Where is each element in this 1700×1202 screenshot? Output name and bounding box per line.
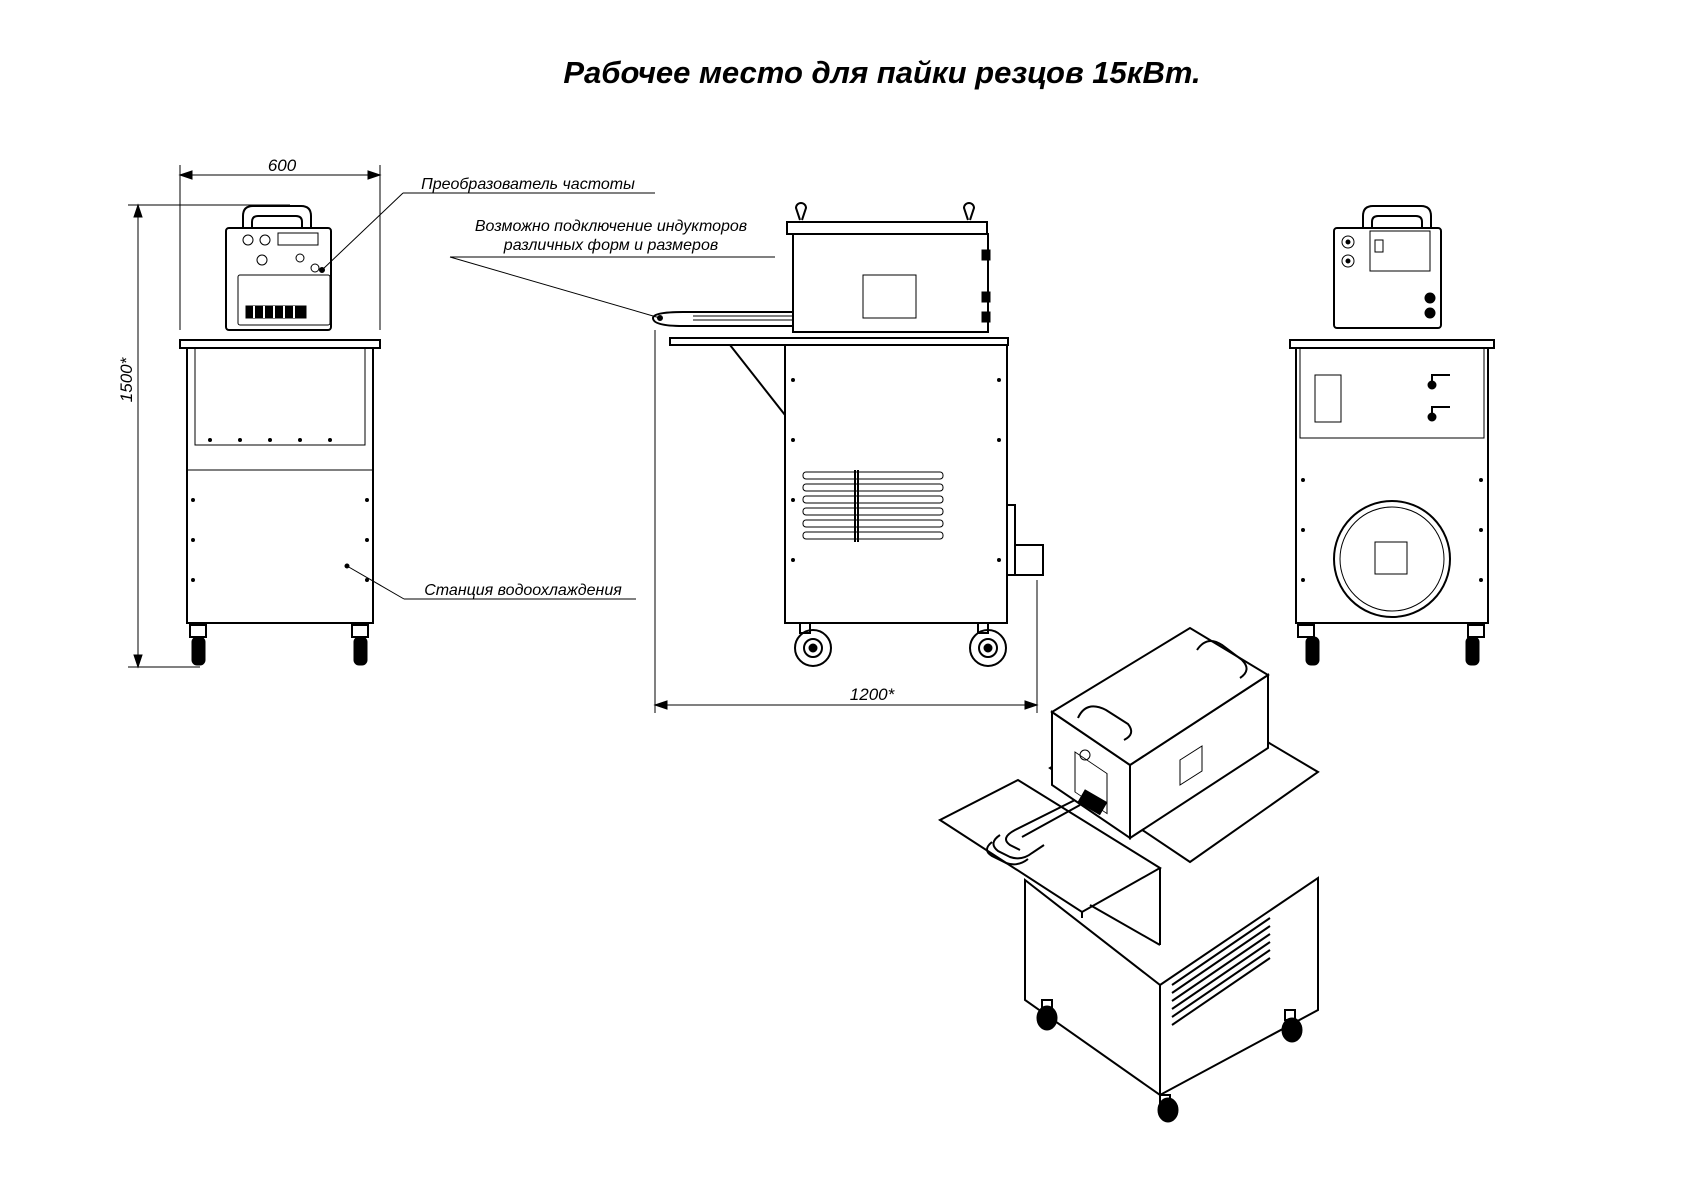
rear-view xyxy=(1289,205,1495,666)
callout-leader-inductors xyxy=(449,256,775,321)
length-dimension-label: 1200* xyxy=(850,685,896,704)
wheel-front-right xyxy=(351,624,369,666)
callout-inductors-line2: различных форм и размеров xyxy=(503,237,718,254)
cooling-station-isometric xyxy=(1024,876,1319,1097)
callout-leader-frequency-converter xyxy=(319,192,655,273)
height-dimension-line xyxy=(128,203,290,669)
isometric-view xyxy=(938,626,1320,1123)
wheel-rear-left xyxy=(1297,624,1320,666)
width-dimension-label: 600 xyxy=(268,156,297,175)
frequency-converter-front xyxy=(225,205,332,331)
wheel-iso-rear-right xyxy=(1281,1009,1303,1043)
cooling-station-side xyxy=(784,344,1044,624)
cooling-station-front xyxy=(179,339,381,624)
wheel-front-left xyxy=(189,624,207,666)
wheel-iso-front-left xyxy=(1036,999,1058,1031)
drawing-title: Рабочее место для пайки резцов 15кВт. xyxy=(563,55,1200,90)
side-view: 1200* xyxy=(651,202,1044,713)
wheel-side-right xyxy=(969,622,1007,667)
cooling-station-rear xyxy=(1289,339,1495,624)
frequency-converter-rear xyxy=(1333,205,1442,329)
length-dimension-line xyxy=(653,330,1039,713)
callout-cooling-station: Станция водоохлаждения xyxy=(424,582,622,599)
frequency-converter-isometric xyxy=(986,626,1270,866)
frequency-converter-side xyxy=(651,202,991,333)
height-dimension-label: 1500* xyxy=(117,356,136,402)
wheel-iso-front-right xyxy=(1157,1094,1179,1123)
front-view: 600 1500* xyxy=(117,156,382,669)
width-dimension-line xyxy=(178,165,382,330)
callout-frequency-converter: Преобразователь частоты xyxy=(421,176,635,193)
callout-leader-cooling-station xyxy=(346,565,636,600)
wheel-side-left xyxy=(794,622,832,667)
vent-grille-side xyxy=(802,470,944,542)
wheel-rear-right xyxy=(1465,624,1485,666)
callout-inductors-line1: Возможно подключение индукторов xyxy=(475,218,747,235)
vent-grille-isometric xyxy=(1171,917,1271,1026)
